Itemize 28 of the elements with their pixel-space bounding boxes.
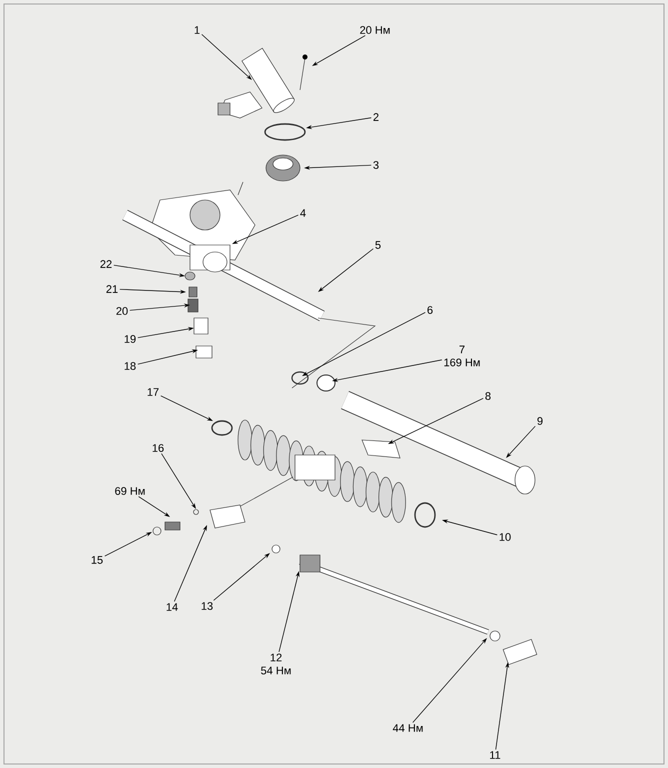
callout-number: 21 — [106, 285, 118, 293]
callout-number: 14 — [166, 603, 178, 611]
callout-number: 16 — [152, 444, 164, 452]
callout-number: 8 — [485, 392, 491, 400]
callout-number: 5 — [375, 241, 381, 249]
callout-number: 4 — [300, 209, 306, 217]
leader-line — [201, 34, 252, 80]
callout-number: 20 Нм — [360, 26, 390, 34]
callout-number: 12 54 Нм — [261, 654, 291, 674]
callout-number: 17 — [148, 388, 159, 396]
callout-number: 9 — [537, 417, 543, 425]
callout-number: 20 — [116, 307, 128, 315]
callout-number: 11 — [490, 751, 500, 759]
leader-line — [412, 638, 487, 723]
callout-number: 2 — [374, 113, 378, 121]
leader-line — [506, 426, 536, 458]
callout-number: 19 — [124, 335, 136, 343]
callout-number: 13 — [202, 602, 213, 610]
callout-number: 6 — [428, 306, 433, 314]
callout-number: 18 — [124, 362, 136, 370]
callout-number: 69 Нм — [115, 487, 145, 495]
callout-number: 1 — [194, 26, 200, 34]
callout-number: 22 — [100, 260, 112, 268]
callout-number: 44 Нм — [392, 724, 423, 732]
callout-number: 10 — [500, 533, 511, 541]
callout-number: 7 169 Нм — [444, 346, 480, 366]
callout-number: 15 — [92, 556, 103, 564]
callout-number: 3 — [373, 161, 379, 169]
